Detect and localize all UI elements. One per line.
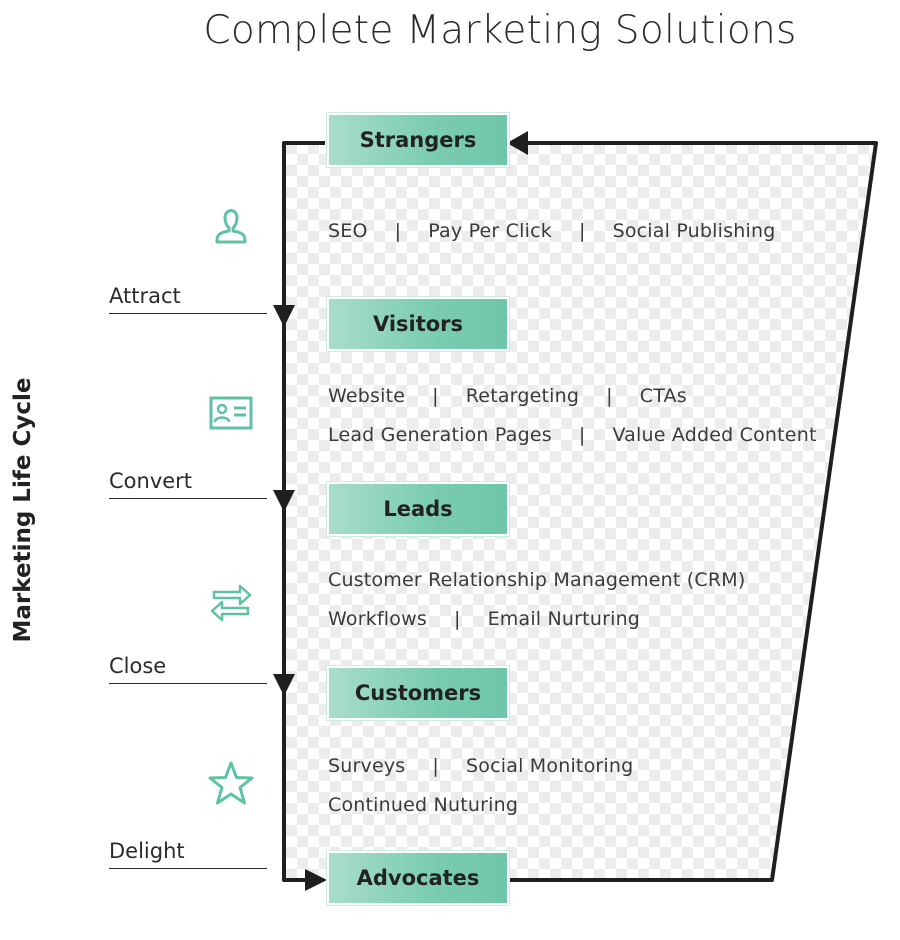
tool-item: Email Nurturing: [487, 608, 641, 630]
page-title: Complete Marketing Solutions: [203, 8, 797, 53]
flow-arrow-close: [273, 674, 295, 696]
tool-item: Lead Generation Pages: [328, 424, 552, 446]
flow-arrow-delight: [305, 869, 327, 891]
lifecycle-side-label: Marketing Life Cycle: [10, 377, 36, 643]
return-flow-line: [509, 141, 878, 882]
contact-card-icon: [209, 396, 253, 430]
phase-label-delight: Delight: [109, 839, 267, 869]
tools-close-line-2: Workflows | Email Nurturing: [328, 608, 640, 630]
tool-item: Retargeting: [465, 385, 580, 407]
exchange-arrows-icon: [210, 584, 252, 622]
tool-item: Value Added Content: [612, 424, 817, 446]
stage-advocates: Advocates: [327, 851, 509, 905]
stage-customers: Customers: [327, 666, 509, 720]
tool-item: Website: [328, 385, 406, 407]
tool-item: CTAs: [639, 385, 687, 407]
separator: |: [578, 424, 586, 446]
stage-visitors: Visitors: [327, 297, 509, 351]
separator: |: [606, 385, 613, 407]
separator: |: [578, 220, 586, 242]
stage-strangers: Strangers: [327, 113, 509, 167]
tool-item: Surveys: [328, 755, 406, 777]
stage-leads: Leads: [327, 482, 509, 536]
return-arrow-head: [507, 131, 528, 155]
tools-delight-line-1: Surveys | Social Monitoring: [328, 755, 633, 777]
separator: |: [394, 220, 402, 242]
star-icon: [208, 761, 254, 805]
phase-label-close: Close: [109, 654, 267, 684]
tools-attract-line-1: SEO | Pay Per Click | Social Publishing: [328, 220, 775, 242]
tool-item: Social Monitoring: [466, 755, 634, 777]
tools-close-line-1: Customer Relationship Management (CRM): [328, 569, 746, 591]
separator: |: [453, 608, 461, 630]
tool-item: Customer Relationship Management (CRM): [328, 569, 746, 591]
flow-arrow-convert: [273, 490, 295, 512]
tools-convert-line-2: Lead Generation Pages | Value Added Conten…: [328, 424, 817, 446]
tool-item: SEO: [328, 220, 368, 242]
tool-item: Pay Per Click: [428, 220, 552, 242]
separator: |: [432, 385, 439, 407]
tool-item: Continued Nuturing: [328, 794, 519, 816]
separator: |: [432, 755, 440, 777]
tool-item: Social Publishing: [612, 220, 776, 242]
tools-delight-line-2: Continued Nuturing: [328, 794, 518, 816]
person-icon: [215, 209, 247, 244]
phase-label-convert: Convert: [109, 469, 267, 499]
phase-label-attract: Attract: [109, 284, 267, 314]
tool-item: Workflows: [328, 608, 427, 630]
flow-arrow-attract: [273, 305, 295, 327]
lifecycle-flow-line: [282, 141, 325, 882]
tools-convert-line-1: Website | Retargeting | CTAs: [328, 385, 687, 407]
